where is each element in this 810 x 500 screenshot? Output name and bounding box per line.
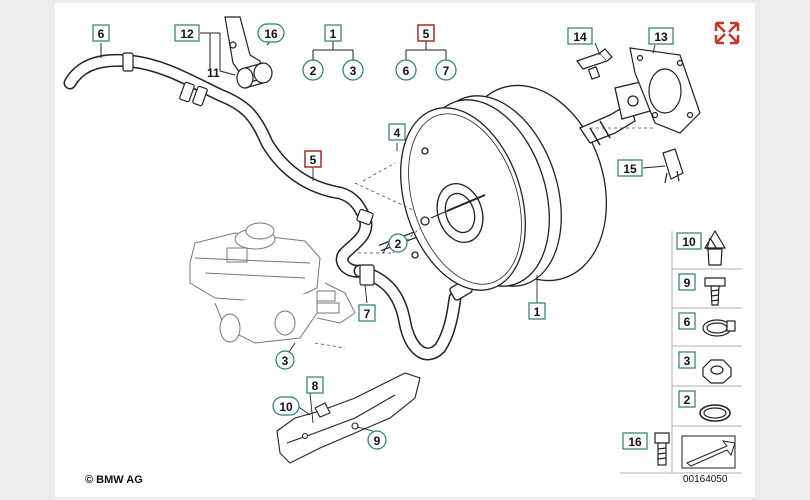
svg-text:16: 16 bbox=[628, 435, 642, 449]
callout-circle-7-top: 7 bbox=[435, 59, 457, 81]
svg-text:7: 7 bbox=[364, 307, 371, 321]
callout-circle-2-valve: 2 bbox=[388, 233, 408, 253]
svg-text:14: 14 bbox=[573, 30, 587, 44]
svg-text:3: 3 bbox=[350, 64, 357, 78]
svg-text:16: 16 bbox=[264, 27, 278, 41]
callout-circle-16: 16 bbox=[257, 23, 285, 43]
svg-text:11: 11 bbox=[207, 66, 220, 80]
legend-parts bbox=[654, 229, 736, 466]
svg-text:3: 3 bbox=[684, 354, 691, 368]
svg-text:6: 6 bbox=[684, 315, 691, 329]
callout-group-1 bbox=[312, 41, 354, 61]
legend-square-2: 2 bbox=[678, 390, 696, 408]
svg-text:6: 6 bbox=[403, 64, 410, 78]
svg-text:6: 6 bbox=[98, 27, 105, 41]
svg-text:2: 2 bbox=[684, 393, 691, 407]
callout-circle-9: 9 bbox=[367, 430, 387, 450]
direction-arrow-icon bbox=[681, 435, 736, 469]
svg-text:10: 10 bbox=[682, 235, 696, 249]
callout-square-13: 13 bbox=[648, 27, 674, 45]
callout-square-12: 12 bbox=[174, 24, 200, 42]
brake-booster bbox=[400, 80, 678, 291]
legend-square-9: 9 bbox=[678, 273, 696, 291]
legend-square-6: 6 bbox=[678, 312, 696, 330]
svg-text:2: 2 bbox=[310, 64, 317, 78]
image-number: 00164050 bbox=[683, 474, 728, 485]
callout-circle-3-top: 3 bbox=[342, 59, 364, 81]
svg-text:5: 5 bbox=[310, 153, 317, 167]
svg-text:5: 5 bbox=[423, 27, 430, 41]
callout-circle-10: 10 bbox=[272, 396, 300, 416]
callout-square-6-top: 6 bbox=[92, 24, 110, 42]
expand-icon[interactable] bbox=[714, 21, 740, 45]
svg-text:1: 1 bbox=[330, 27, 337, 41]
callout-square-7: 7 bbox=[358, 304, 376, 322]
clevis-pin bbox=[576, 48, 613, 80]
legend-separators bbox=[620, 231, 742, 474]
callout-square-14: 14 bbox=[567, 27, 593, 45]
retaining-clip bbox=[662, 148, 684, 184]
callout-square-8: 8 bbox=[306, 376, 324, 394]
svg-text:3: 3 bbox=[282, 354, 289, 368]
svg-text:1: 1 bbox=[534, 305, 541, 319]
callout-square-15: 15 bbox=[617, 159, 643, 177]
callout-circle-2-top: 2 bbox=[302, 59, 324, 81]
callout-circle-6-top: 6 bbox=[395, 59, 417, 81]
legend-square-3: 3 bbox=[678, 351, 696, 369]
callout-circle-3-cylinder: 3 bbox=[275, 350, 295, 370]
svg-text:2: 2 bbox=[395, 237, 402, 251]
callout-label-11: 11 bbox=[207, 66, 220, 80]
svg-text:10: 10 bbox=[279, 400, 293, 414]
svg-text:13: 13 bbox=[654, 30, 668, 44]
svg-text:12: 12 bbox=[180, 27, 194, 41]
callout-group-5 bbox=[405, 41, 447, 61]
callout-square-1-booster: 1 bbox=[528, 302, 546, 320]
svg-text:4: 4 bbox=[394, 126, 401, 140]
callout-square-1-top: 1 bbox=[324, 24, 342, 42]
hose-bracket bbox=[224, 16, 273, 89]
svg-text:9: 9 bbox=[374, 434, 381, 448]
booster-gasket bbox=[629, 47, 701, 134]
svg-text:9: 9 bbox=[684, 276, 691, 290]
heat-shield-bracket bbox=[276, 372, 421, 464]
svg-text:8: 8 bbox=[312, 379, 319, 393]
master-cylinder bbox=[189, 222, 356, 344]
copyright-text: © BMW AG bbox=[85, 474, 143, 486]
legend-square-10: 10 bbox=[676, 232, 702, 250]
svg-text:15: 15 bbox=[623, 162, 637, 176]
diagram-frame: 6 12 1 5 14 13 4 5 15 7 1 8 bbox=[55, 3, 755, 497]
legend-square-16: 16 bbox=[622, 432, 648, 450]
parts-diagram: 6 12 1 5 14 13 4 5 15 7 1 8 bbox=[63, 16, 742, 486]
callout-square-5-top: 5 bbox=[417, 24, 435, 42]
callout-square-5-hose: 5 bbox=[304, 150, 322, 168]
callout-square-4: 4 bbox=[388, 123, 406, 141]
svg-text:7: 7 bbox=[443, 64, 450, 78]
